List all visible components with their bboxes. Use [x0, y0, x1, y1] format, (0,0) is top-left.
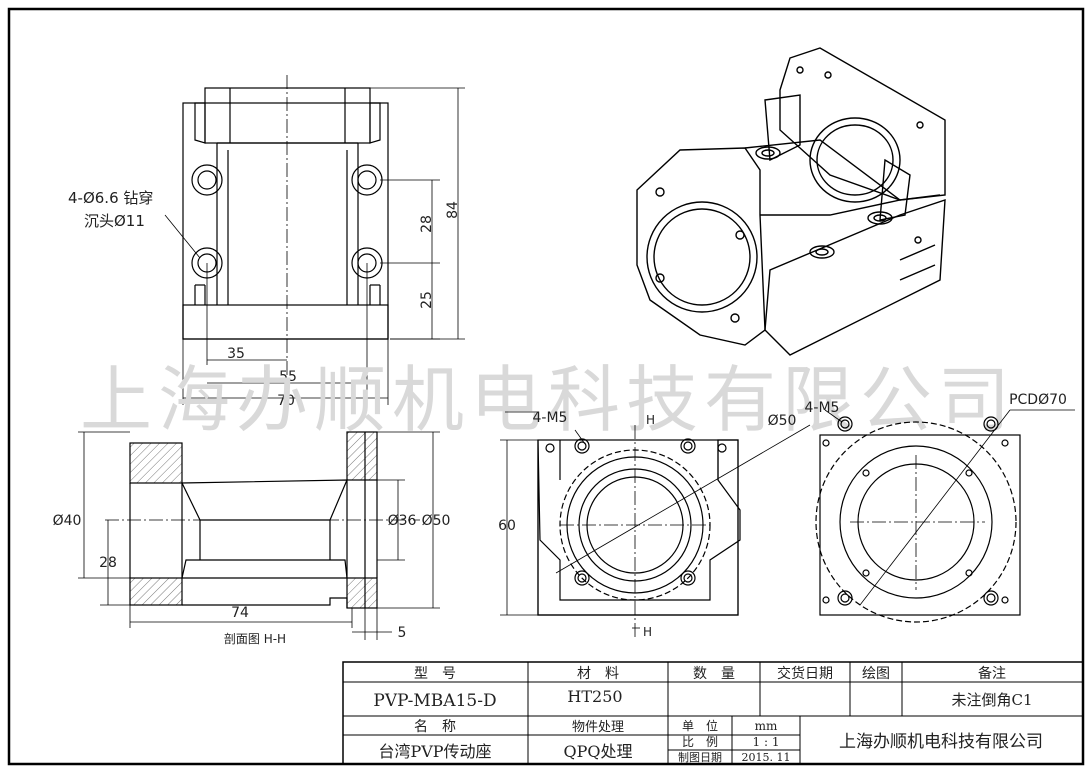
- tb-header-drawing: 绘图: [862, 666, 890, 682]
- tb-unit: mm: [755, 719, 778, 733]
- flange-view: [815, 416, 1021, 623]
- hole-note-line2: 沉头Ø11: [84, 212, 145, 230]
- dim-74: 74: [231, 605, 249, 621]
- front-view: [182, 87, 389, 340]
- tb-model: PVP-MBA15-D: [373, 691, 496, 711]
- isometric-view: [636, 47, 946, 356]
- dim-m5-side: 4-M5: [533, 410, 568, 426]
- section-mark-top: H: [646, 413, 655, 427]
- watermark: 上海办顺机电科技有限公司: [80, 358, 1016, 442]
- tb-header-name: 名 称: [414, 719, 456, 735]
- dim-55: 55: [279, 369, 297, 385]
- tb-remark: 未注倒角C1: [951, 691, 1032, 709]
- side-view: [537, 438, 741, 616]
- dim-dia50: Ø50: [422, 513, 451, 529]
- dim-28-section: 28: [99, 555, 117, 571]
- tb-header-date: 制图日期: [678, 751, 722, 764]
- section-label: 剖面图 H-H: [224, 632, 286, 646]
- tb-header-delivery: 交货日期: [777, 665, 833, 682]
- hole-note-line1: 4-Ø6.6 钻穿: [68, 189, 153, 207]
- flange-centerlines: [824, 409, 1075, 606]
- tb-header-unit: 单 位: [682, 718, 718, 733]
- dim-dia50-side: Ø50: [768, 413, 797, 429]
- tb-date: 2015. 11: [742, 751, 791, 764]
- tb-header-model: 型 号: [414, 666, 456, 682]
- tb-treatment: QPQ处理: [563, 742, 632, 761]
- tb-header-remark: 备注: [978, 665, 1006, 682]
- dim-60: 60: [498, 518, 516, 534]
- title-block: [342, 661, 1084, 765]
- section-dimension-lines: [78, 431, 440, 640]
- dim-25: 25: [419, 291, 435, 309]
- tb-header-material: 材 料: [577, 666, 619, 682]
- dim-5: 5: [398, 625, 407, 641]
- dim-m5-flange: 4-M5: [805, 400, 840, 416]
- dim-35: 35: [227, 346, 245, 362]
- dim-dia36: Ø36: [388, 513, 417, 529]
- tb-header-treatment: 物件处理: [572, 720, 624, 735]
- section-view: [129, 431, 378, 609]
- section-mark-bottom: H: [643, 625, 652, 639]
- tb-scale: 1 : 1: [753, 735, 780, 749]
- tb-company: 上海办顺机电科技有限公司: [839, 732, 1043, 752]
- dim-70: 70: [277, 393, 295, 409]
- tb-material: HT250: [567, 687, 622, 706]
- dim-dia40: Ø40: [53, 513, 82, 529]
- front-dimension-lines: [164, 87, 465, 405]
- tb-header-qty: 数 量: [693, 666, 735, 682]
- dim-pcd70: PCDØ70: [1009, 392, 1067, 408]
- tb-name: 台湾PVP传动座: [378, 742, 491, 761]
- tb-header-scale: 比 例: [682, 735, 718, 749]
- dim-84: 84: [445, 201, 461, 219]
- dim-28: 28: [419, 215, 435, 233]
- side-view-centerlines: [500, 411, 811, 640]
